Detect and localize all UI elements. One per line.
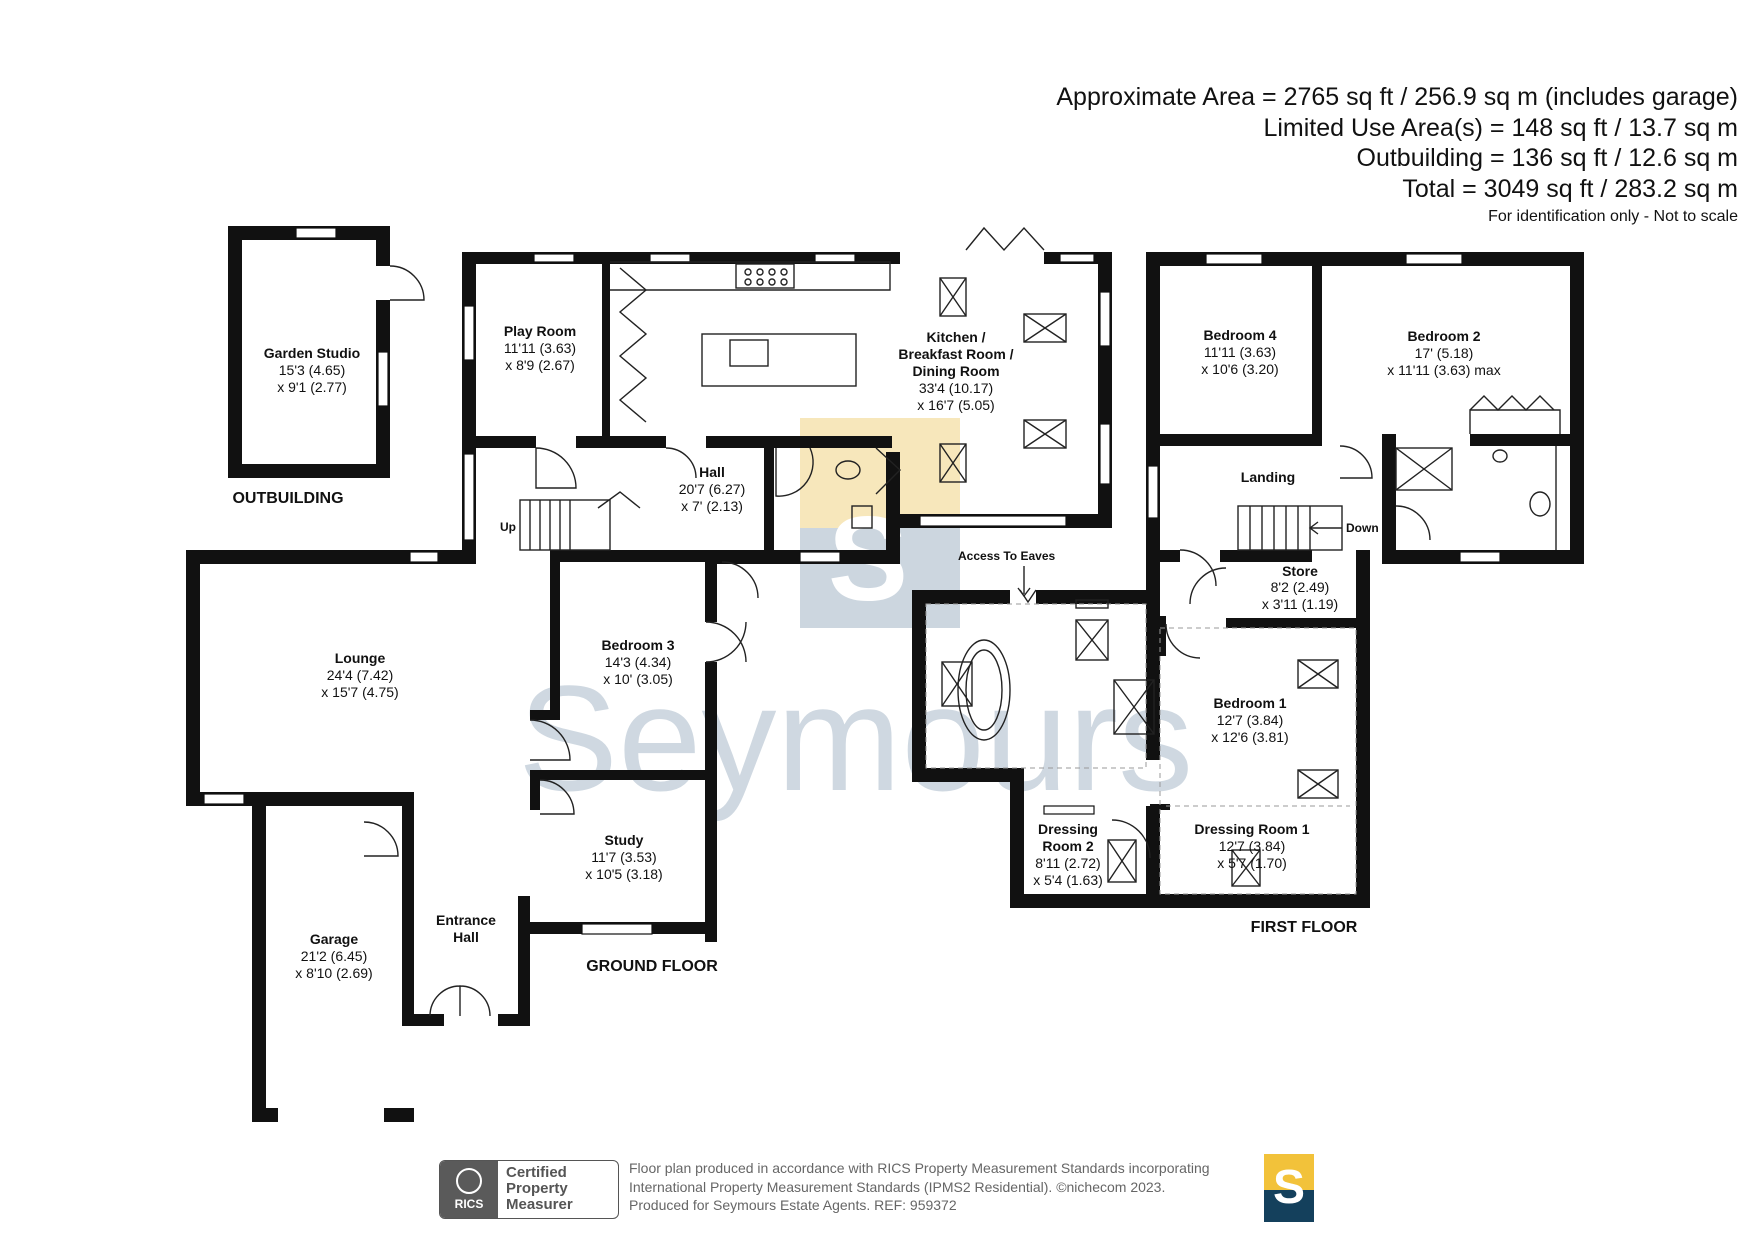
lounge-name: Lounge [335,650,386,666]
footer-line-1: Floor plan produced in accordance with R… [629,1160,1210,1176]
outbuilding-area: Outbuilding = 136 sq ft / 12.6 sq m [1356,144,1738,172]
rics-emblem-icon [456,1168,482,1194]
dressing1-name: Dressing Room 1 [1194,821,1309,837]
garden-studio-dim1: 15'3 (4.65) [279,362,346,378]
hall-name: Hall [699,464,725,480]
kitchen-dim2: x 16'7 (5.05) [917,397,994,413]
dressing2-dim2: x 5'4 (1.63) [1033,872,1103,888]
lounge-dim2: x 15'7 (4.75) [321,684,398,700]
first-floor: Bedroom 4 11'11 (3.63) x 10'6 (3.20) Bed… [912,252,1584,936]
seymours-logo: S [1264,1154,1314,1222]
limited-use-area: Limited Use Area(s) = 148 sq ft / 13.7 s… [1263,113,1738,142]
badge-line-2: Property [506,1180,568,1197]
floor-label-outbuilding: OUTBUILDING [232,490,343,507]
footer-text: Floor plan produced in accordance with R… [629,1159,1289,1215]
approximate-area: Approximate Area = 2765 sq ft / 256.9 sq… [1056,83,1738,111]
watermark-text: Seymours [518,654,1193,822]
rics-logo: RICS [440,1161,498,1218]
stairs-down-label: Down [1346,521,1379,535]
kitchen-name3: Dining Room [912,363,999,379]
garden-studio-name: Garden Studio [264,345,360,361]
dressing2-dim1: 8'11 (2.72) [1035,855,1100,871]
landing-name: Landing [1241,469,1295,485]
store-dim2: x 3'11 (1.19) [1262,596,1338,612]
stairs-up-label: Up [500,520,516,534]
study-name: Study [605,832,644,848]
badge-text: Certified Property Measurer [498,1161,618,1218]
footer: RICS Certified Property Measurer Floor p… [439,1154,1319,1222]
garage-name: Garage [310,931,358,947]
entrance-hall-name1: Entrance [436,912,496,928]
floor-label-ground: GROUND FLOOR [586,958,718,975]
total-area: Total = 3049 sq ft / 283.2 sq m [1402,174,1738,203]
garden-studio-dim2: x 9'1 (2.77) [277,379,347,395]
floor-label-first: FIRST FLOOR [1251,919,1358,936]
study-dim1: 11'7 (3.53) [591,849,656,865]
rics-word: RICS [454,1197,484,1211]
bedroom2-dim1: 17' (5.18) [1415,345,1474,361]
bedroom4-dim1: 11'11 (3.63) [1204,344,1276,360]
garage-dim1: 21'2 (6.45) [301,948,368,964]
lounge-dim1: 24'4 (7.42) [327,667,394,683]
bedroom3-dim2: x 10' (3.05) [603,671,673,687]
rics-certified-badge: RICS Certified Property Measurer [439,1160,619,1219]
play-room-name: Play Room [504,323,576,339]
dressing2-name2: Room 2 [1042,838,1094,854]
study-dim2: x 10'5 (3.18) [585,866,662,882]
area-summary: Approximate Area = 2765 sq ft / 256.9 sq… [1056,82,1738,230]
hall-dim1: 20'7 (6.27) [679,481,746,497]
bedroom4-name: Bedroom 4 [1203,327,1276,343]
entrance-hall-name2: Hall [453,929,479,945]
outbuilding: Garden Studio 15'3 (4.65) x 9'1 (2.77) O… [228,226,425,507]
bedroom1-dim1: 12'7 (3.84) [1217,712,1284,728]
garage-dim2: x 8'10 (2.69) [295,965,372,981]
access-to-eaves-label: Access To Eaves [958,549,1055,563]
badge-line-1: Certified [506,1164,567,1181]
kitchen-name2: Breakfast Room / [898,346,1013,362]
play-room-dim1: 11'11 (3.63) [504,340,576,356]
store-name: Store [1282,563,1318,579]
dressing2-name1: Dressing [1038,821,1098,837]
store-dim1: 8'2 (2.49) [1271,579,1330,595]
hall-dim2: x 7' (2.13) [681,498,743,514]
ground-floor: Play Room 11'11 (3.63) x 8'9 (2.67) Kitc… [186,226,1112,1122]
dressing1-dim1: 12'7 (3.84) [1219,838,1286,854]
bedroom3-name: Bedroom 3 [601,637,674,653]
badge-line-3: Measurer [506,1196,573,1213]
kitchen-name1: Kitchen / [926,329,985,345]
play-room-dim2: x 8'9 (2.67) [505,357,575,373]
bedroom3-dim1: 14'3 (4.34) [605,654,672,670]
bedroom2-name: Bedroom 2 [1407,328,1480,344]
footer-line-2: International Property Measurement Stand… [629,1178,1166,1195]
bedroom4-dim2: x 10'6 (3.20) [1201,361,1278,377]
scale-note: For identification only - Not to scale [1488,208,1738,225]
bedroom1-name: Bedroom 1 [1213,695,1286,711]
kitchen-dim1: 33'4 (10.17) [919,380,993,396]
logo-letter: S [1272,1161,1305,1214]
bedroom1-dim2: x 12'6 (3.81) [1211,729,1288,745]
bedroom2-dim2: x 11'11 (3.63) max [1387,362,1500,378]
dressing1-dim2: x 5'7 (1.70) [1217,855,1287,871]
footer-line-3: Produced for Seymours Estate Agents. REF… [629,1197,957,1213]
